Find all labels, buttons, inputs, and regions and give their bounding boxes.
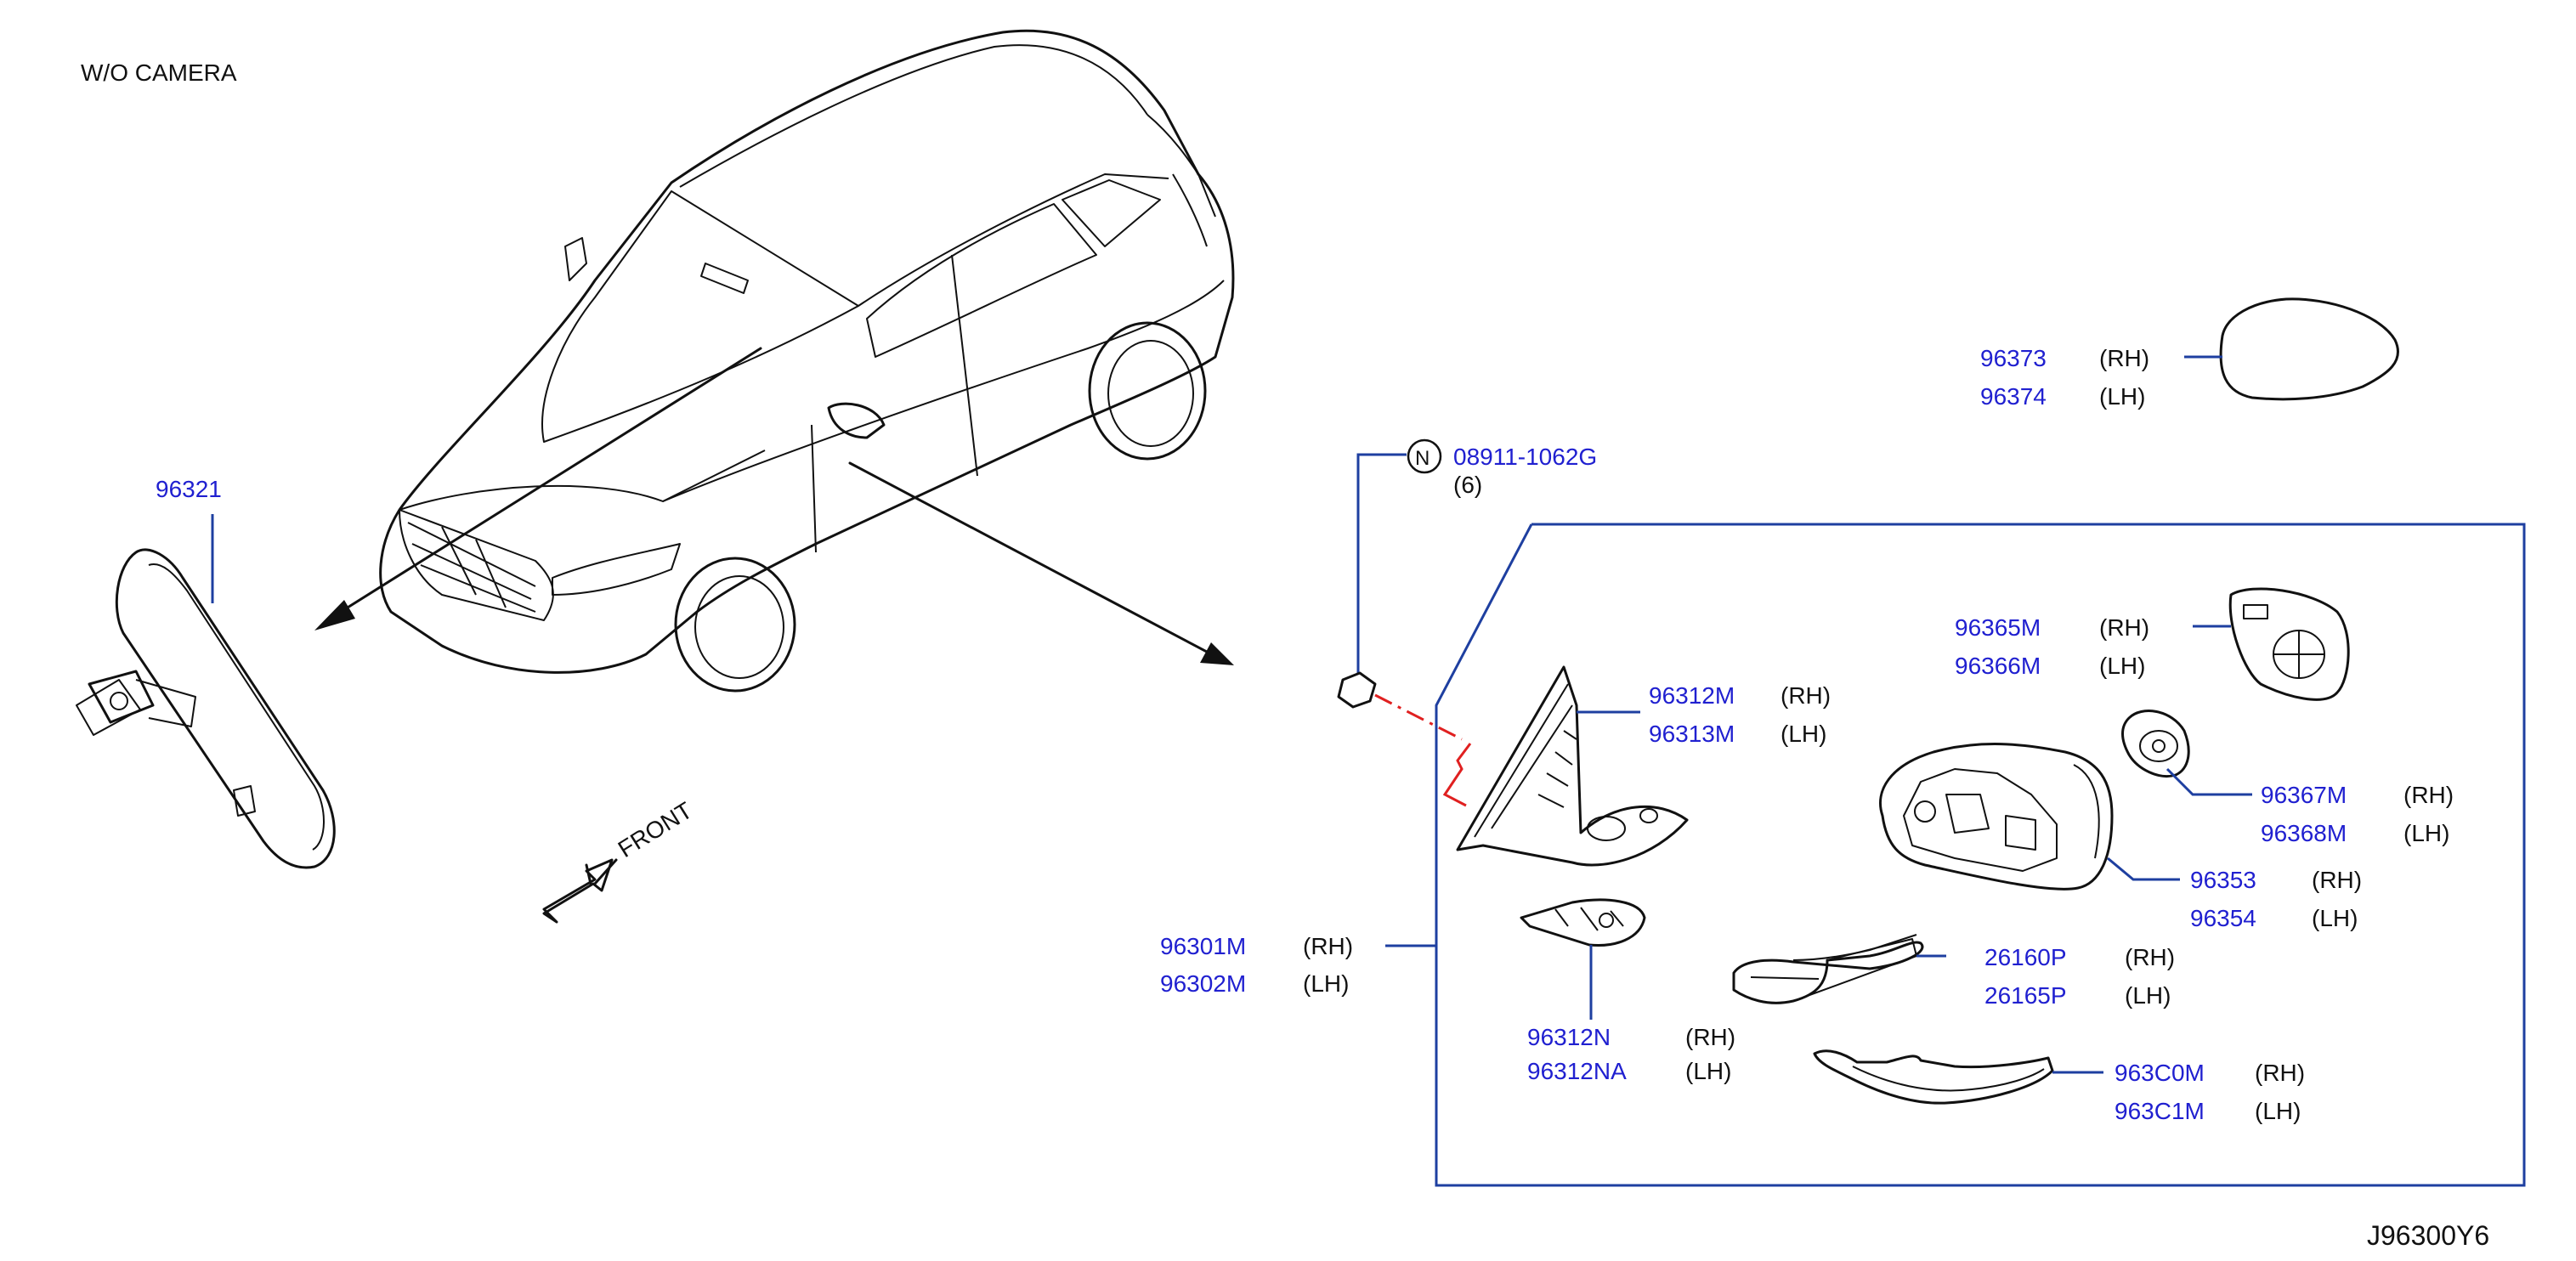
part-number[interactable]: 963C0M [2115, 1060, 2205, 1086]
part-label-96312M[interactable]: 96312M (RH) 96313M (LH) [1649, 682, 1831, 747]
part-label-26160P[interactable]: 26160P (RH) 26165P (LH) [1984, 944, 2175, 1009]
base-gasket[interactable] [1520, 898, 1646, 947]
part-number[interactable]: 96312NA [1527, 1058, 1627, 1084]
inner-rearview-mirror[interactable] [76, 548, 336, 869]
side-lh: (LH) [2125, 982, 2171, 1009]
side-lh: (LH) [2312, 905, 2358, 931]
door-mirror-assembly-group: 96301M (RH) 96302M (LH) [1160, 523, 2526, 1187]
callout-arrows [314, 347, 1234, 665]
n-symbol-icon [1407, 438, 1442, 474]
front-direction-indicator: FRONT [542, 797, 697, 924]
part-number[interactable]: 96312M [1649, 682, 1735, 709]
mirror-housing[interactable] [1879, 743, 2114, 891]
side-rh: (RH) [1781, 682, 1831, 709]
variant-note: W/O CAMERA [81, 59, 237, 86]
front-label: FRONT [614, 797, 697, 862]
part-96302M[interactable]: 96302M [1160, 970, 1246, 997]
part-number[interactable]: 96368M [2261, 820, 2347, 846]
part-number[interactable]: 96374 [1980, 383, 2047, 410]
side-rh: (RH) [1303, 933, 1353, 959]
part-number[interactable]: 96312N [1527, 1024, 1611, 1050]
side-lh: (LH) [1781, 721, 1826, 747]
mirror-lower-cover[interactable] [1813, 1049, 2054, 1105]
part-number[interactable]: 96313M [1649, 721, 1735, 747]
part-label-963C0M[interactable]: 963C0M (RH) 963C1M (LH) [2115, 1060, 2305, 1124]
part-number[interactable]: 96365M [1955, 614, 2041, 641]
mirror-glass[interactable] [2228, 587, 2350, 701]
leader-96353 [2107, 857, 2180, 881]
part-number[interactable]: 26160P [1984, 944, 2067, 970]
turn-signal-lamp[interactable] [1732, 934, 1924, 1004]
nut-quantity: (6) [1453, 472, 1482, 498]
side-lh: (LH) [2099, 383, 2145, 410]
part-number[interactable]: 26165P [1984, 982, 2067, 1009]
part-number[interactable]: 963C1M [2115, 1098, 2205, 1124]
side-lh: (LH) [1685, 1058, 1731, 1084]
part-label-96367M[interactable]: 96367M (RH) 96368M (LH) [2261, 782, 2454, 846]
mirror-actuator[interactable] [2121, 710, 2190, 778]
mirror-base-bracket[interactable] [1456, 665, 1689, 867]
side-rh: (RH) [2099, 614, 2149, 641]
side-lh: (LH) [2099, 653, 2145, 679]
part-label-96373[interactable]: 96373 (RH) 96374 (LH) [1980, 345, 2149, 410]
nut-callout: N 08911-1062G (6) [1337, 438, 1597, 807]
side-rh: (RH) [2312, 867, 2362, 893]
side-rh: (RH) [2099, 345, 2149, 371]
part-number[interactable]: 96367M [2261, 782, 2347, 808]
mirror-cap[interactable] [2219, 297, 2400, 401]
side-rh: (RH) [2125, 944, 2175, 970]
part-label-96353[interactable]: 96353 (RH) 96354 (LH) [2190, 867, 2362, 931]
side-lh: (LH) [2255, 1098, 2301, 1124]
part-number[interactable]: 96353 [2190, 867, 2256, 893]
side-lh: (LH) [2403, 820, 2449, 846]
part-number[interactable]: 96354 [2190, 905, 2256, 931]
nut-icon[interactable] [1337, 671, 1377, 709]
side-lh: (LH) [1303, 970, 1349, 997]
vehicle-illustration [379, 29, 1235, 693]
drawing-code: J96300Y6 [2367, 1220, 2489, 1251]
part-label-96312N[interactable]: 96312N (RH) 96312NA (LH) [1527, 1024, 1735, 1084]
side-rh: (RH) [2255, 1060, 2305, 1086]
side-rh: (RH) [2403, 782, 2454, 808]
part-label-96365M[interactable]: 96365M (RH) 96366M (LH) [1955, 614, 2149, 679]
part-96301M[interactable]: 96301M [1160, 933, 1246, 959]
leader-96367M [2166, 767, 2252, 796]
n-symbol-letter: N [1415, 447, 1430, 470]
part-number[interactable]: 96373 [1980, 345, 2047, 371]
side-rh: (RH) [1685, 1024, 1735, 1050]
part-number[interactable]: 96366M [1955, 653, 2041, 679]
part-96321[interactable]: 96321 [156, 476, 222, 502]
part-08911-1062G[interactable]: 08911-1062G [1453, 444, 1597, 470]
